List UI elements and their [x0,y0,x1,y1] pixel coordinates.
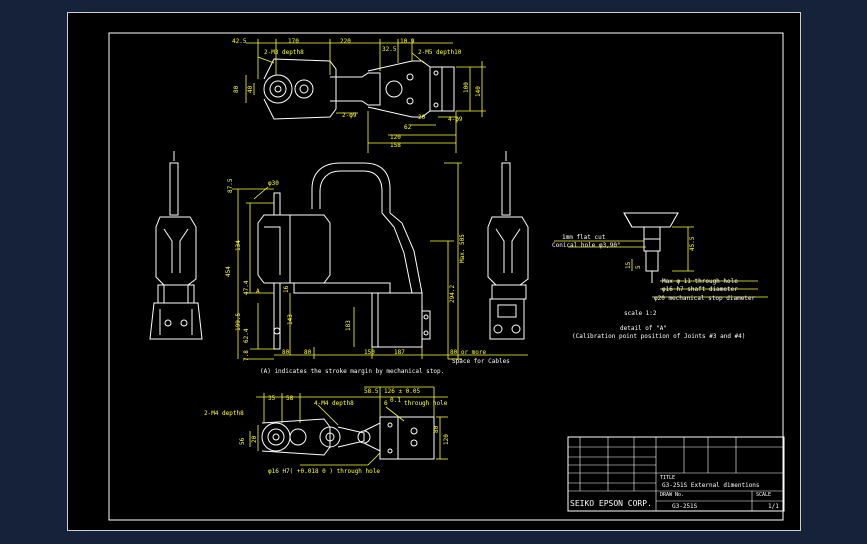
bottom-note-4m4: 4-M4 depth8 [314,400,354,407]
model-label: DRAW No. [660,492,684,498]
top-view: 42.5 170 220 32.5 10.9 2-M3 depth8 2-M5 … [232,38,486,153]
space-for-cables: Space for Cables [452,358,510,365]
detail-stop-diameter: φ20 mechanical stop diameter [654,295,756,302]
top-dim-4: 32.5 [382,46,397,53]
right-side-view [487,151,529,340]
bottom-note-through: through hole [404,400,448,407]
scale-label: SCALE [756,492,771,498]
bottom-dim-80: 80 [433,425,440,433]
side-dim-bottom-150: 150 [364,349,375,356]
bottom-dim-56: 56 [239,437,246,445]
side-dim-7-8: 7.8 [243,350,250,361]
detail-dim-45-5: 45.5 [689,236,696,251]
bottom-dim-20: 20 [251,435,258,443]
model-number: G3-251S [672,503,698,510]
top-note-2phi9: 2-φ9 [342,112,357,119]
detail-shaft-diameter: φ16 h7 shaft diameter [662,286,738,293]
drawing-sheet: 42.5 170 220 32.5 10.9 2-M3 depth8 2-M5 … [67,12,801,531]
detail-caption: detail of "A" [620,325,667,332]
top-dim-left-1: 80 [233,85,240,93]
title-text: G3-251S External dimentions [662,482,760,489]
top-dim-3: 220 [340,38,351,45]
top-note-depth8: 2-M3 depth8 [264,49,304,56]
detail-caption-sub: (Calibration point position of Joints #3… [572,333,745,340]
left-front-view [149,151,203,340]
side-dim-454: 454 [225,266,232,277]
top-dim-bottom-4: 158 [390,142,401,149]
top-note-depth10: 2-M5 depth10 [418,49,462,56]
side-view: 87.5 φ30 134 454 47.4 199.5 62.4 7.8 A 1… [225,162,528,375]
side-dim-bottom-187: 187 [394,349,405,356]
bottom-dim-35: 35 [268,395,276,402]
detail-dim-15: 15 [625,261,632,269]
bottom-dim-58: 58 [286,395,294,402]
side-dim-47-4: 47.4 [243,280,250,295]
sheet-number: 1/1 [768,503,779,510]
bottom-note-2m4: 2-M4 depth8 [204,410,244,417]
top-dim-1: 42.5 [232,38,247,45]
side-dim-87-5: 87.5 [227,178,234,193]
side-dim-max505: Max. 505 [459,234,466,263]
top-dim-bottom-1: 62 [404,124,412,131]
top-note-4phi9: 4-φ9 [448,116,463,123]
top-dim-left-2: 40 [247,85,254,93]
stroke-margin-note: (A) indicates the stroke margin by mecha… [260,368,444,375]
bottom-dim-6: 6 [384,400,388,407]
company-name: SEIKO EPSON CORP. [570,499,652,508]
detail-dim-5: 5 [635,265,642,269]
cad-drawing: 42.5 170 220 32.5 10.9 2-M3 depth8 2-M5 … [108,32,785,521]
detail-conical-hole: Conical hole φ3,90° [552,242,621,249]
title-block: TITLE G3-251S External dimentions SCALE … [567,436,785,512]
side-dim-bottom-80b: 80 [304,349,312,356]
detail-flat-cut: 1mm flat cut [562,234,606,241]
bottom-dim-58-5: 58.5 [364,388,379,395]
top-dim-right-2: 140 [475,86,482,97]
side-dim-bottom-80a: 80 [282,349,290,356]
side-dim-199-5: 199.5 [235,313,242,331]
bottom-dim-120: 120 [443,434,450,445]
side-dim-143: 143 [287,314,294,325]
title-label: TITLE [660,475,675,481]
inner-border [108,32,784,521]
side-dim-183: 183 [345,320,352,331]
side-dim-134: 134 [235,240,242,251]
top-dim-bottom-2: 20 [418,114,426,121]
top-dim-right-1: 100 [463,82,470,93]
side-dim-16: 16 [283,285,290,293]
side-label-a: A [256,288,260,295]
side-dim-62-4: 62.4 [243,328,250,343]
top-dim-bottom-3: 120 [390,134,401,141]
top-dim-5: 10.9 [400,38,415,45]
bottom-note-phi16: φ16 H7( +0.018 0 ) through hole [268,468,380,475]
detail-through-hole: Max φ 11 through hole [662,278,738,285]
top-dim-2: 170 [288,38,299,45]
detail-a: 1mm flat cut Conical hole φ3,90° Max φ 1… [552,212,768,340]
side-dim-bottom-80ormore: 80 or more [450,349,487,356]
detail-scale: scale 1:2 [624,310,657,317]
bottom-dim-126: 126 ± 0.05 [384,388,421,395]
side-dim-phi30: φ30 [268,180,279,187]
bottom-dim-tol: 0.1 [390,397,401,404]
side-dim-294-2: 294.2 [449,285,456,303]
bottom-view: 58.5 126 ± 0.05 35 58 6 0.1 through hole… [204,386,450,475]
